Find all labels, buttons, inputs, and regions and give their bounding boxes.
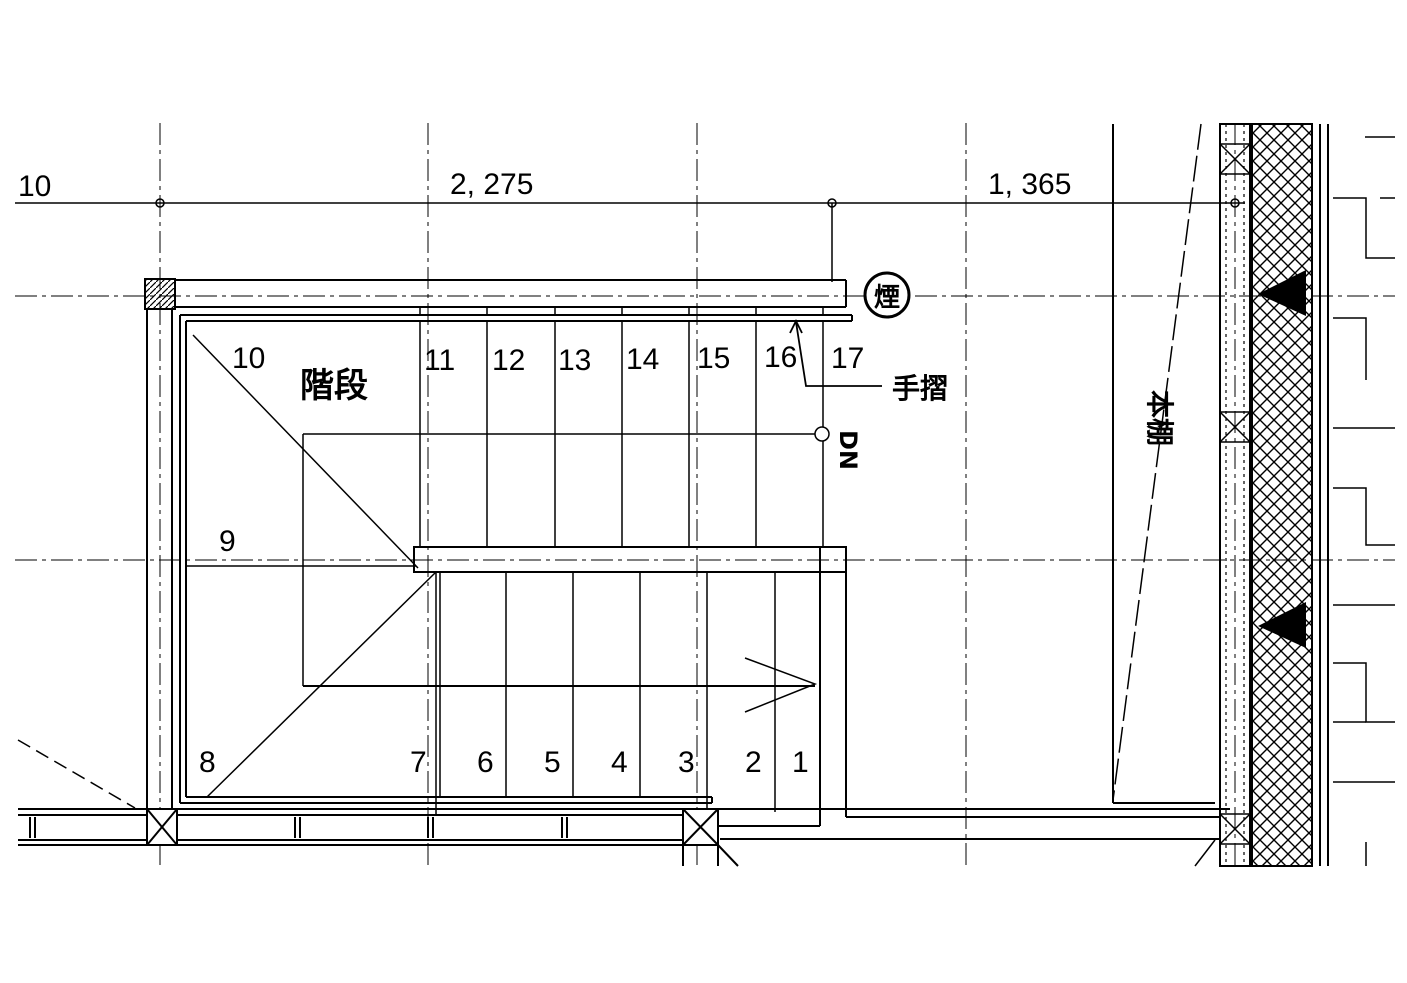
step-number: 3 [678, 746, 695, 779]
step-number: 7 [410, 746, 427, 779]
step-number: 1 [792, 746, 809, 779]
lower-flight [435, 572, 818, 815]
step-numbers-upper: 10 11 12 13 14 15 16 17 [232, 341, 864, 377]
handrail-leader [789, 318, 882, 387]
down-marker-circle [814, 426, 830, 442]
upper-flight [186, 307, 824, 798]
handrail-label: 手摺 [892, 372, 948, 405]
step-number: 8 [199, 746, 216, 779]
step-number: 12 [492, 344, 525, 377]
landing-number: 9 [219, 525, 236, 558]
dimension-left: 10 [18, 170, 51, 203]
step-number: 13 [558, 344, 591, 377]
step-number: 5 [544, 746, 561, 779]
step-number: 10 [232, 342, 265, 375]
brick-pattern [1333, 136, 1395, 866]
dimension-middle: 2, 275 [450, 168, 533, 201]
central-stringer [303, 546, 847, 826]
bookshelf-label: 本棚 [1143, 390, 1176, 446]
bookshelf [1112, 123, 1215, 804]
step-number: 6 [477, 746, 494, 779]
stair-walls [146, 279, 853, 815]
down-label: DN [834, 430, 862, 470]
room-label: 階段 [300, 366, 368, 406]
step-number: 17 [831, 342, 864, 375]
step-number: 16 [764, 341, 797, 374]
step-number: 4 [611, 746, 628, 779]
smoke-detector-label: 煙 [874, 283, 900, 313]
step-number: 2 [745, 746, 762, 779]
bottom-wall [18, 808, 1230, 867]
triangle-marker-icon [1258, 270, 1306, 316]
column-post [144, 278, 176, 310]
step-number: 15 [697, 342, 730, 375]
exterior-wall [1194, 123, 1329, 867]
step-number: 11 [424, 344, 455, 377]
grid-lines [15, 123, 1395, 868]
dimension-line [15, 198, 1245, 282]
triangle-marker-icon [1258, 602, 1306, 648]
step-number: 14 [626, 343, 659, 376]
dimension-right: 1, 365 [988, 168, 1071, 201]
step-numbers-lower: 8 7 6 5 4 3 2 1 [199, 746, 809, 779]
smoke-detector-icon [863, 271, 911, 319]
dashed-guide [17, 739, 136, 809]
